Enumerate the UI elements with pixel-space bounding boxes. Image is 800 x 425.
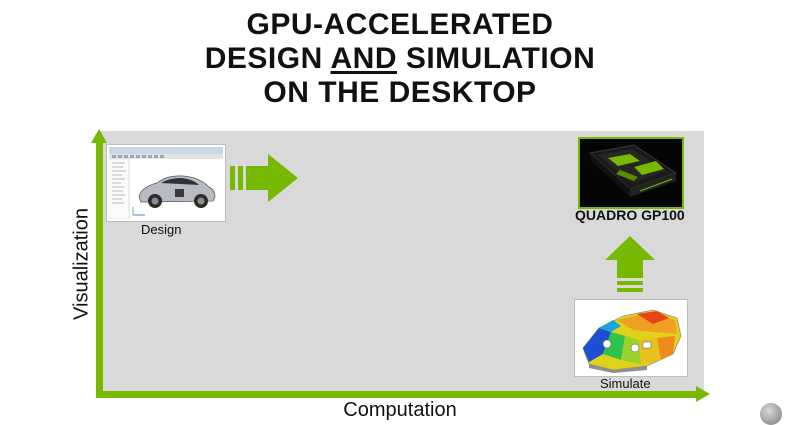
title-line-2-post: SIMULATION (396, 42, 596, 75)
simulation-heatmap-icon (577, 302, 685, 374)
title-line-3: ON THE DESKTOP (263, 76, 537, 109)
page-title: GPU-ACCELERATED DESIGN AND SIMULATION ON… (0, 8, 800, 110)
title-line-2: DESIGN AND SIMULATION (0, 42, 800, 76)
simulate-label: Simulate (600, 376, 651, 391)
cad-software-car-icon (109, 147, 223, 219)
y-axis-arrowhead (91, 129, 107, 143)
x-axis-arrowhead (696, 386, 710, 402)
quadro-gp100-image (578, 137, 684, 209)
simulation-image (575, 300, 687, 376)
presenter-badge-icon (760, 403, 782, 425)
title-line-2-underlined: AND (330, 42, 397, 75)
green-arrow-right-icon (230, 154, 298, 202)
design-label: Design (141, 222, 182, 237)
green-arrow-up-icon (605, 236, 655, 292)
x-axis-label: Computation (343, 399, 457, 421)
x-axis-line (96, 391, 698, 398)
quadro-gp100-label: QUADRO GP100 (575, 207, 685, 223)
title-line-1: GPU-ACCELERATED (246, 8, 554, 41)
y-axis-line (96, 140, 103, 398)
gpu-card-icon (580, 139, 682, 207)
title-line-2-pre: DESIGN (204, 42, 331, 75)
design-screenshot (107, 145, 225, 221)
